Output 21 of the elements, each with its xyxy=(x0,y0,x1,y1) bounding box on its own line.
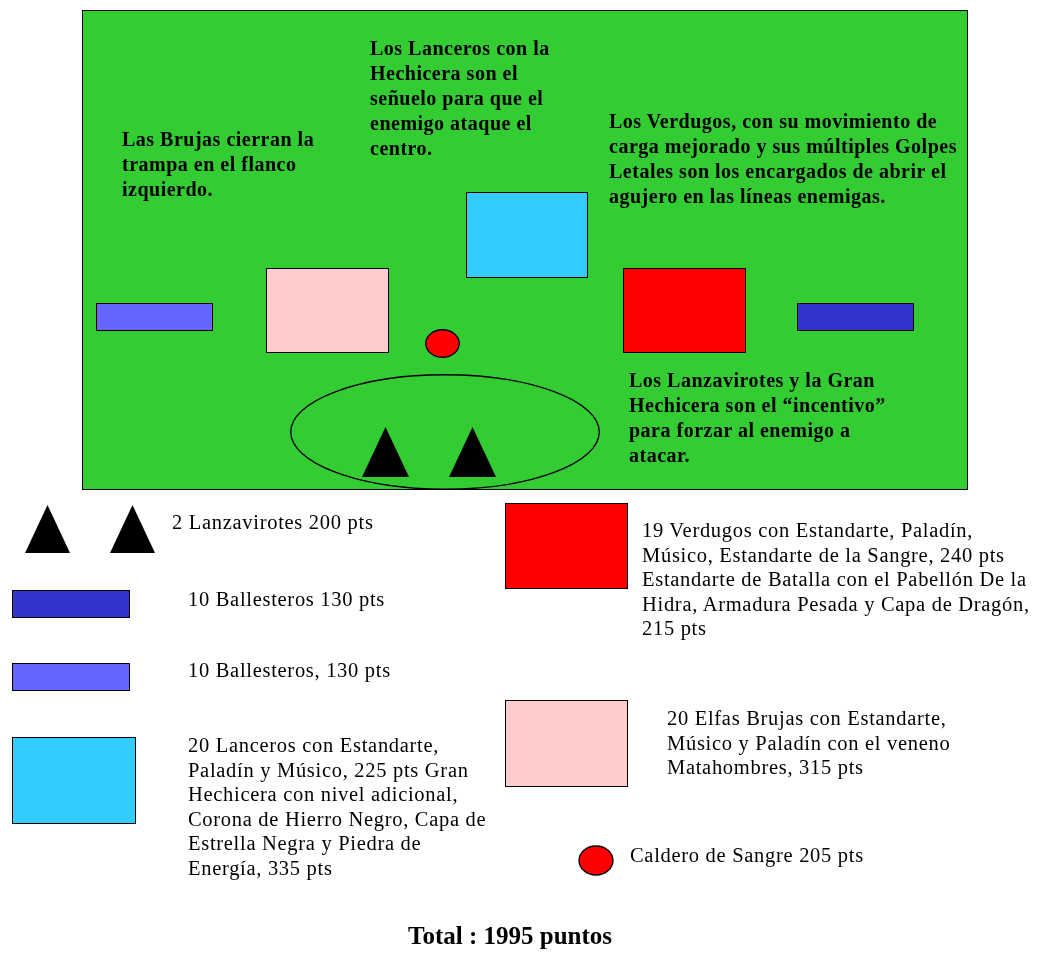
strategy-note: Los Verdugos, con su movimiento de carga mejorado y sus múltiples Golpes Letales son los encargados de abrir el agujero en las líneas enemigas. xyxy=(609,109,958,209)
unit-block xyxy=(266,268,389,353)
unit-block xyxy=(623,268,746,353)
cauldron-circle xyxy=(425,329,460,358)
legend-text: 20 Elfas Brujas con Estandarte, Músico y Paladín con el veneno Matahombres, 315 pts xyxy=(667,706,952,780)
bolt-thrower-triangle xyxy=(449,427,496,477)
legend-text: 19 Verdugos con Estandarte, Paladín, Músico, Estandarte de la Sangre, 240 pts Estandarte de Batalla con el Pabellón De la Hidra, Armadura Pesada y Capa de Dragón, 215 pts xyxy=(642,518,1031,641)
legend-text: Caldero de Sangre 205 pts xyxy=(630,843,865,868)
legend-text: 10 Ballesteros 130 pts xyxy=(188,587,387,612)
unit-bar xyxy=(797,303,914,331)
legend-text: 20 Lanceros con Estandarte, Paladín y Músico, 225 pts Gran Hechicera con nivel adicional, Corona de Hierro Negro, Capa de Estrella Negra y Piedra de Energía, 335 pts xyxy=(188,733,488,880)
legend-text: 2 Lanzavirotes 200 pts xyxy=(172,510,375,535)
strategy-note: Los Lanceros con la Hechicera son el señuelo para que el enemigo ataque el centro. xyxy=(370,36,551,161)
unit-bar xyxy=(96,303,213,331)
strategy-note: Las Brujas cierran la trampa en el flanco izquierdo. xyxy=(122,127,316,202)
battlefield-area xyxy=(82,10,968,490)
strategy-note: Los Lanzavirotes y la Gran Hechicera son el “incentivo” para forzar al enemigo a atacar. xyxy=(629,368,887,468)
bolt-thrower-triangle xyxy=(362,427,409,477)
total-caption: Total : 1995 puntos xyxy=(407,922,613,950)
unit-block xyxy=(466,192,588,278)
legend-text: 10 Ballesteros, 130 pts xyxy=(188,658,392,683)
